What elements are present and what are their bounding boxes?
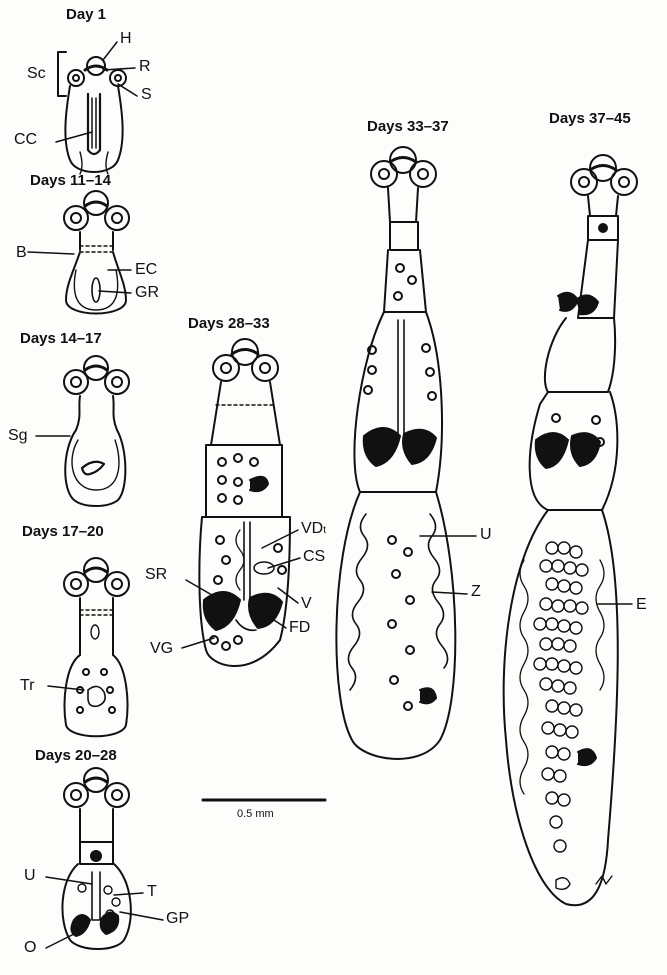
specimen-day-1: [65, 57, 126, 174]
label-CS: CS: [303, 548, 325, 566]
specimen-days-11-14: [64, 191, 129, 314]
specimen-days-28-33: [199, 339, 290, 666]
stage-title-days-11-14: Days 11–14: [30, 172, 111, 189]
stage-title-day-1: Day 1: [66, 6, 106, 23]
label-GP: GP: [166, 910, 189, 928]
stage-title-days-17-20: Days 17–20: [22, 523, 104, 540]
label-eggs-E: E: [636, 596, 647, 614]
label-testis-T: T: [147, 883, 157, 901]
stage-title-days-14-17: Days 14–17: [20, 330, 102, 347]
label-sucker-S: S: [141, 86, 152, 104]
label-B: B: [16, 244, 27, 262]
label-scolex-Sc: Sc: [27, 65, 46, 83]
specimen-days-14-17: [64, 356, 129, 506]
label-uterus-U-2: U: [480, 526, 492, 544]
specimen-days-37-45: [504, 155, 637, 905]
label-ovary-O: O: [24, 939, 36, 957]
label-rostellum-R: R: [139, 58, 151, 76]
label-FD: FD: [289, 619, 310, 637]
label-EC: EC: [135, 261, 157, 279]
label-VD-subscript: t: [323, 525, 326, 536]
label-Tr: Tr: [20, 677, 35, 695]
specimen-days-20-28: [62, 768, 130, 949]
label-Z: Z: [471, 583, 481, 601]
label-head-H: H: [120, 30, 132, 48]
specimen-days-33-37: [336, 147, 455, 759]
stage-title-days-20-28: Days 20–28: [35, 747, 117, 764]
label-V: V: [301, 595, 312, 613]
stage-title-days-37-45: Days 37–45: [549, 110, 631, 127]
label-Sg: Sg: [8, 427, 28, 445]
scale-bar-label: 0.5 mm: [237, 808, 274, 820]
label-SR: SR: [145, 566, 167, 584]
label-GR: GR: [135, 284, 159, 302]
label-uterus-U: U: [24, 867, 36, 885]
specimen-days-17-20: [64, 558, 129, 736]
stage-title-days-33-37: Days 33–37: [367, 118, 449, 135]
stage-title-days-28-33: Days 28–33: [188, 315, 270, 332]
label-VD: VDt: [301, 520, 326, 538]
label-calcareous-CC: CC: [14, 131, 37, 149]
label-VG: VG: [150, 640, 173, 658]
